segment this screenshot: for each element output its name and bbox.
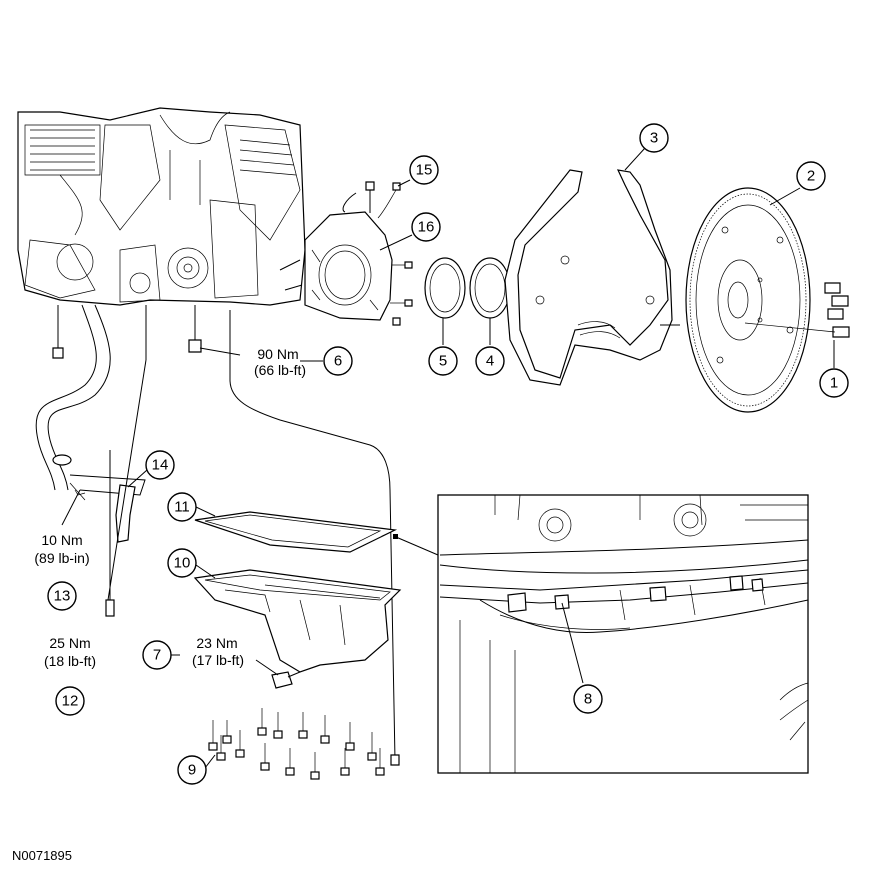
torque-spec-6: 90 Nm (66 lb-ft)	[254, 346, 306, 378]
torque-13-metric: 10 Nm	[41, 532, 82, 548]
torque-6-metric: 90 Nm	[257, 346, 298, 362]
svg-text:3: 3	[650, 130, 658, 147]
dipstick-tube	[35, 304, 146, 543]
callout-7: 7	[142, 640, 172, 670]
callout-14: 14	[145, 450, 175, 480]
torque-6-imperial: (66 lb-ft)	[254, 362, 306, 378]
callout-10: 10	[167, 548, 197, 578]
callout-5: 5	[428, 346, 458, 376]
engine-block	[17, 107, 306, 306]
svg-text:15: 15	[416, 162, 433, 179]
flexplate-bolts	[744, 282, 850, 338]
callout-8: 8	[573, 684, 603, 714]
svg-text:12: 12	[62, 693, 79, 710]
seal-rings	[424, 257, 511, 345]
block-bolts	[52, 305, 202, 359]
svg-text:16: 16	[418, 219, 435, 236]
callout-12: 12	[55, 686, 85, 716]
torque-13-imperial: (89 lb-in)	[34, 550, 89, 566]
svg-text:13: 13	[54, 588, 71, 605]
svg-text:5: 5	[439, 353, 447, 370]
svg-text:10: 10	[174, 555, 191, 572]
oil-pan	[193, 569, 402, 673]
svg-text:9: 9	[188, 762, 196, 779]
rear-seal-retainer	[279, 181, 413, 326]
oil-pan-bolts	[208, 708, 385, 780]
svg-text:7: 7	[153, 647, 161, 664]
svg-text:4: 4	[486, 353, 494, 370]
callout-11: 11	[167, 492, 197, 522]
svg-text:2: 2	[807, 168, 815, 185]
callout-1: 1	[819, 368, 849, 398]
callout-15: 15	[409, 155, 439, 185]
callout-4: 4	[475, 346, 505, 376]
torque-spec-12: 25 Nm (18 lb-ft)	[44, 635, 96, 669]
torque-spec-7: 23 Nm (17 lb-ft)	[192, 635, 244, 668]
torque-7-metric: 23 Nm	[196, 635, 237, 651]
flexplate	[660, 187, 811, 413]
svg-text:8: 8	[584, 691, 592, 708]
svg-text:6: 6	[334, 353, 342, 370]
callout-16: 16	[411, 212, 441, 242]
svg-text:11: 11	[174, 499, 190, 516]
torque-spec-13: 10 Nm (89 lb-in)	[34, 532, 89, 566]
oil-pan-gasket	[194, 511, 398, 553]
torque-7-imperial: (17 lb-ft)	[192, 652, 244, 668]
callout-13: 13	[47, 581, 77, 611]
oil-level-indicator	[105, 305, 147, 617]
engine-plate	[504, 169, 673, 386]
callout-6: 6	[323, 346, 353, 376]
callout-3: 3	[639, 123, 669, 153]
leader-lines	[61, 147, 835, 769]
detail-inset	[437, 494, 809, 774]
torque-12-imperial: (18 lb-ft)	[44, 653, 96, 669]
svg-text:1: 1	[830, 375, 838, 392]
drain-plug	[271, 671, 301, 689]
torque-12-metric: 25 Nm	[49, 635, 90, 651]
callout-2: 2	[796, 161, 826, 191]
callout-9: 9	[177, 755, 207, 785]
figure-id: N0071895	[12, 848, 72, 863]
svg-text:14: 14	[152, 457, 169, 474]
